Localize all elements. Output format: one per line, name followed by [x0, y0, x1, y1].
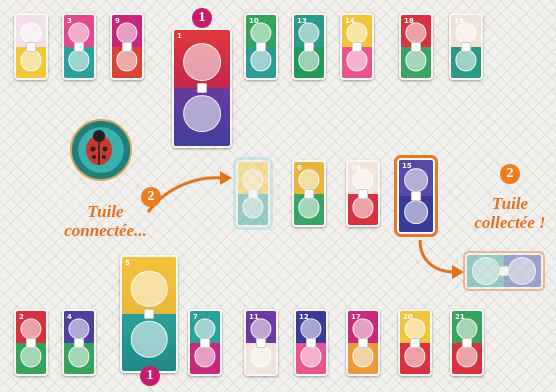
tile-number: 10 — [249, 17, 259, 25]
tile-number: 3 — [67, 17, 72, 25]
dice-icon — [499, 266, 509, 276]
dice-icon — [144, 309, 154, 319]
dice-icon — [411, 42, 421, 52]
tile-number: 18 — [404, 17, 414, 25]
connected-label-line2: connectée... — [58, 221, 153, 240]
tile[interactable]: 21 — [450, 309, 484, 376]
collected-label-line2: collectée ! — [466, 213, 554, 232]
tile[interactable]: 13 — [292, 13, 326, 80]
tile[interactable]: 16 — [346, 160, 380, 227]
dice-icon — [122, 42, 132, 52]
tile-number: 16 — [351, 164, 361, 172]
tile[interactable]: 2 — [14, 309, 48, 376]
dice-icon — [304, 42, 314, 52]
tile[interactable]: 9 — [110, 13, 144, 80]
tile[interactable]: 11 — [244, 309, 278, 376]
step-badge: 1 — [192, 8, 212, 28]
dice-icon — [197, 83, 207, 93]
dice-icon — [411, 191, 421, 201]
tile-number: 12 — [299, 313, 309, 321]
tile-number: 2 — [19, 313, 24, 321]
clock-icon — [131, 321, 168, 358]
tile[interactable]: 1 — [172, 28, 232, 148]
tile[interactable]: 15 — [397, 158, 435, 234]
tile[interactable]: 10 — [244, 13, 278, 80]
dice-icon — [462, 338, 472, 348]
dice-icon — [74, 338, 84, 348]
ladybug-token[interactable] — [70, 119, 132, 181]
dice-icon — [26, 42, 36, 52]
connected-tile[interactable] — [236, 160, 270, 227]
tile-number: 7 — [193, 313, 198, 321]
dice-icon — [256, 338, 266, 348]
tile-number: 4 — [67, 313, 72, 321]
hamsa-icon — [131, 271, 168, 308]
dice-icon — [410, 338, 420, 348]
eye-icon — [404, 200, 428, 224]
dice-icon — [200, 338, 210, 348]
collected-label-line1: Tuile — [466, 194, 554, 213]
tile[interactable]: 3 — [62, 13, 96, 80]
dice-icon — [306, 338, 316, 348]
tile[interactable]: 4 — [62, 309, 96, 376]
dice-icon — [461, 42, 471, 52]
tile-number: 1 — [177, 32, 182, 40]
tile-number: 11 — [249, 313, 259, 321]
tile-number: 17 — [351, 313, 361, 321]
connected-label: Tuile connectée... — [58, 202, 153, 240]
tile-number: 9 — [115, 17, 120, 25]
dice-icon — [352, 42, 362, 52]
dice-icon — [74, 42, 84, 52]
eye-icon — [508, 257, 536, 285]
dice-icon — [256, 42, 266, 52]
tile-number: 5 — [125, 259, 130, 267]
tile[interactable]: 14 — [340, 13, 374, 80]
tile[interactable]: 5 — [120, 255, 178, 373]
tile-number: 6 — [297, 164, 302, 172]
tile[interactable]: 19 — [449, 13, 483, 80]
tile[interactable]: 12 — [294, 309, 328, 376]
tile-number: 19 — [454, 17, 464, 25]
dice-icon — [304, 189, 314, 199]
dice-icon — [358, 338, 368, 348]
tile[interactable]: 7 — [188, 309, 222, 376]
tile-number: 13 — [297, 17, 307, 25]
dice-icon — [358, 189, 368, 199]
tile-number: 20 — [403, 313, 413, 321]
tile-number: 21 — [455, 313, 465, 321]
tile[interactable]: 17 — [346, 309, 380, 376]
tile[interactable]: 20 — [398, 309, 432, 376]
clock-icon — [472, 257, 500, 285]
horseshoe-icon — [183, 44, 221, 82]
eye-icon — [404, 168, 428, 192]
eye-icon — [183, 95, 221, 133]
collected-label: Tuile collectée ! — [466, 194, 554, 232]
step-badge: 2 — [500, 164, 520, 184]
tile-number: 14 — [345, 17, 355, 25]
collected-tile[interactable] — [465, 253, 543, 289]
step-badge: 1 — [140, 366, 160, 386]
tile-number: 15 — [402, 162, 412, 170]
tile[interactable]: 18 — [399, 13, 433, 80]
dice-icon — [26, 338, 36, 348]
ladybug-icon — [70, 119, 128, 177]
connected-label-line1: Tuile — [58, 202, 153, 221]
tile[interactable] — [14, 13, 48, 80]
tile[interactable]: 6 — [292, 160, 326, 227]
dice-icon — [248, 189, 258, 199]
